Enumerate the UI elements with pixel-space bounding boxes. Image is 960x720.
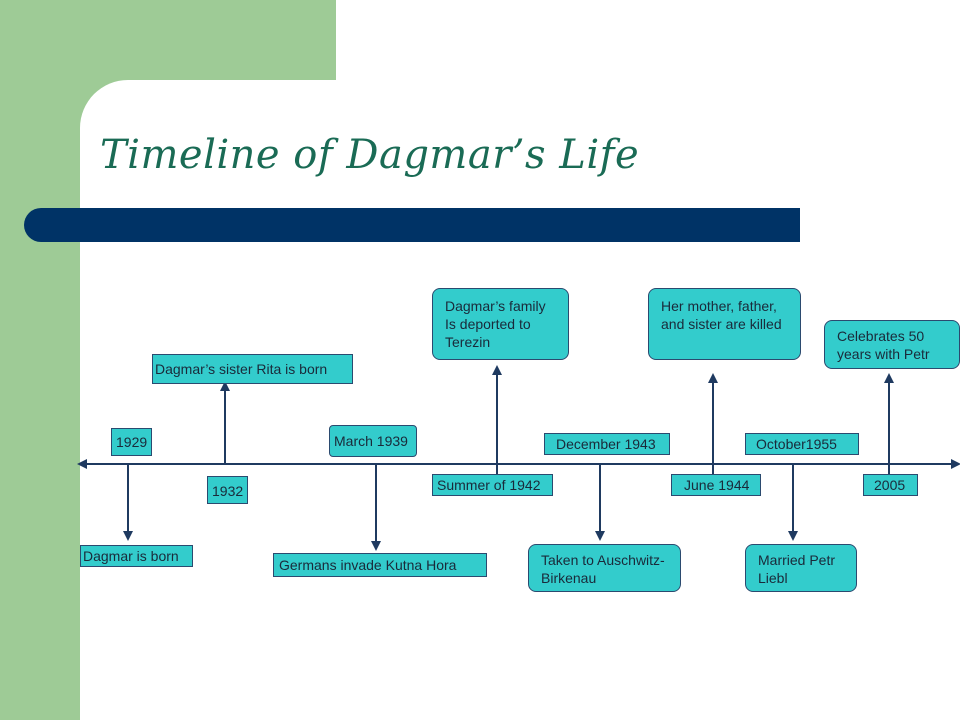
event-label-1932: Dagmar’s sister Rita is born	[152, 354, 353, 384]
event-label-june-1944: Her mother, father, and sister are kille…	[648, 288, 801, 360]
date-label-june-1944: June 1944	[671, 474, 761, 496]
date-label-1929: 1929	[111, 428, 152, 456]
slide-title: Timeline of Dagmar’s Life	[100, 132, 640, 178]
date-label-march-1939: March 1939	[329, 425, 417, 457]
event-label-2005: Celebrates 50 years with Petr	[824, 320, 960, 369]
event-label-march-1939: Germans invade Kutna Hora	[273, 553, 487, 577]
date-label-december-1943: December 1943	[544, 433, 670, 455]
date-label-1932: 1932	[207, 476, 248, 504]
date-label-summer-1942: Summer of 1942	[432, 474, 553, 496]
date-label-october-1955: October1955	[745, 433, 859, 455]
date-label-2005: 2005	[863, 474, 918, 496]
content-panel	[80, 80, 960, 720]
event-label-1929: Dagmar is born	[80, 545, 193, 567]
event-label-october-1955: Married Petr Liebl	[745, 544, 857, 592]
title-underline-bar	[24, 208, 800, 242]
event-label-summer-1942: Dagmar’s family Is deported to Terezin	[432, 288, 569, 360]
event-label-december-1943: Taken to Auschwitz-Birkenau	[528, 544, 681, 592]
